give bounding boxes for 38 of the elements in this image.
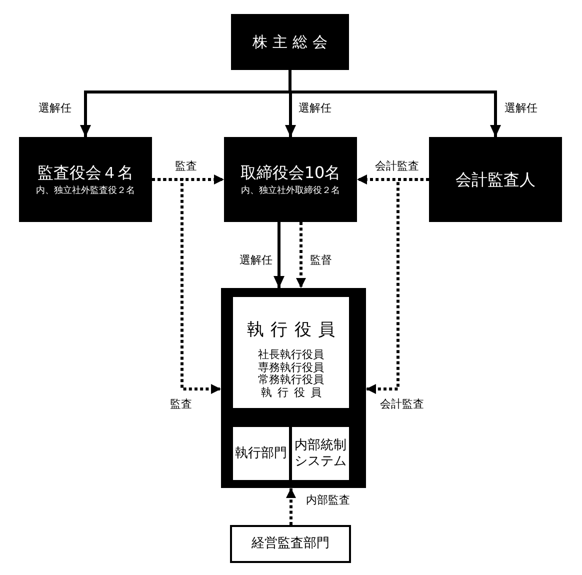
department-box xyxy=(292,427,349,480)
role-text: 執行役員 xyxy=(260,386,327,400)
edge-label: 選解任 xyxy=(298,102,332,114)
title-text: 執行役員 xyxy=(246,320,342,340)
executive-frame xyxy=(221,288,366,488)
dotted-arrow xyxy=(152,178,221,394)
edge-label: 会計監査 xyxy=(379,398,425,410)
org-box xyxy=(231,14,349,70)
title-text: 会計監査人 xyxy=(456,170,536,190)
org-box xyxy=(19,137,152,222)
dotted-arrow xyxy=(296,222,306,288)
title-text: 内部統制システム xyxy=(294,438,348,470)
title-text: 執行部門 xyxy=(235,446,287,462)
org-box xyxy=(429,137,562,222)
dotted-arrow xyxy=(286,488,296,525)
edge-label: 会計監査 xyxy=(374,160,420,172)
department-box xyxy=(230,525,351,563)
arrow xyxy=(274,222,284,288)
title-text: 経営監査部門 xyxy=(252,536,330,552)
edge-label: 選解任 xyxy=(504,102,538,114)
note-text: 内、独立社外監査役２名 xyxy=(36,186,135,196)
edge-label: 選解任 xyxy=(238,254,274,266)
org-box xyxy=(224,137,357,222)
note-text: 内、独立社外取締役２名 xyxy=(241,186,340,196)
edge-label: 監査 xyxy=(169,398,193,410)
executive-box xyxy=(233,297,349,408)
department-box xyxy=(233,427,289,480)
edge-label: 内部監査 xyxy=(305,494,351,506)
role-text: 社長執行役員 xyxy=(258,349,324,362)
edge-label: 監査 xyxy=(174,160,198,172)
role-text: 常務執行役員 xyxy=(258,374,324,387)
title-text: 取締役会10名 xyxy=(240,162,341,182)
edge-label: 選解任 xyxy=(38,102,72,114)
title-text: 株主総会 xyxy=(252,33,332,51)
dotted-arrow xyxy=(366,178,429,394)
title-text: 監査役会４名 xyxy=(38,162,134,182)
edge-label: 監督 xyxy=(309,254,333,266)
role-text: 専務執行役員 xyxy=(258,362,324,374)
